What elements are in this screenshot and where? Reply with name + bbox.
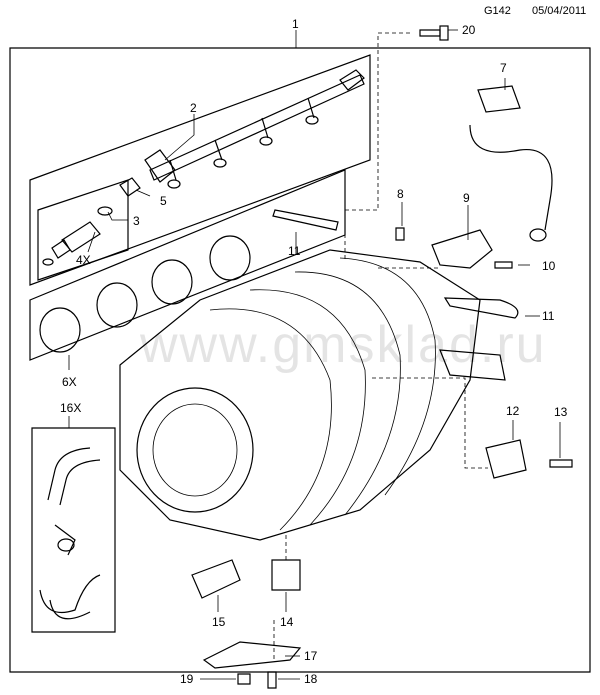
bolt-19 <box>237 673 251 685</box>
intake-seals <box>39 235 251 353</box>
callout-12: 12 <box>506 404 520 418</box>
callouts: 1 2 3 4X 5 6X 7 8 9 10 11 11 12 13 14 15… <box>60 17 568 686</box>
callout-10: 10 <box>542 259 556 273</box>
purge-valve <box>469 85 553 242</box>
callout-7: 7 <box>500 61 507 75</box>
intake-manifold <box>119 249 506 541</box>
retaining-clip <box>119 177 141 197</box>
callout-1: 1 <box>292 17 299 31</box>
diagram-code: G142 <box>484 5 511 17</box>
hose-box <box>31 427 116 633</box>
assembly-frame <box>9 47 591 673</box>
callout-9: 9 <box>463 191 470 205</box>
sensor-15 <box>191 559 241 599</box>
leader-lines <box>68 29 561 680</box>
vacuum-hoses <box>39 447 101 620</box>
bolt-20 <box>419 25 449 41</box>
gasket-upper <box>272 209 339 231</box>
gasket-right <box>443 297 519 319</box>
callout-11b: 11 <box>542 309 555 323</box>
bracket <box>431 229 493 269</box>
callout-19: 19 <box>180 672 194 686</box>
callout-5: 5 <box>160 194 167 208</box>
bolt-10 <box>494 261 513 269</box>
callout-3: 3 <box>133 214 140 228</box>
alignment-lines <box>273 32 488 662</box>
callout-14: 14 <box>280 615 294 629</box>
fuel-rail <box>144 69 365 189</box>
callout-17: 17 <box>304 649 318 663</box>
bolt-18 <box>267 671 277 689</box>
injector-box <box>37 179 129 281</box>
mount-14 <box>271 559 301 591</box>
fuel-injector <box>42 206 113 266</box>
callout-6x: 6X <box>62 375 77 389</box>
bracket-17 <box>202 641 302 669</box>
map-sensor <box>485 439 527 479</box>
diagram-date: 05/04/2011 <box>532 5 586 17</box>
callout-8: 8 <box>397 187 404 201</box>
bolt-8 <box>395 227 405 241</box>
watermark: www.gmsklad.ru <box>139 316 547 374</box>
callout-20: 20 <box>462 23 476 37</box>
bolt-13 <box>549 459 573 468</box>
fuel-rail-box <box>29 54 371 286</box>
callout-16x: 16X <box>60 401 81 415</box>
callout-15: 15 <box>212 615 226 629</box>
callout-13: 13 <box>554 405 568 419</box>
callout-2: 2 <box>190 101 197 115</box>
callout-4x: 4X <box>76 253 91 267</box>
callout-11a: 11 <box>288 244 301 258</box>
callout-18: 18 <box>304 672 318 686</box>
